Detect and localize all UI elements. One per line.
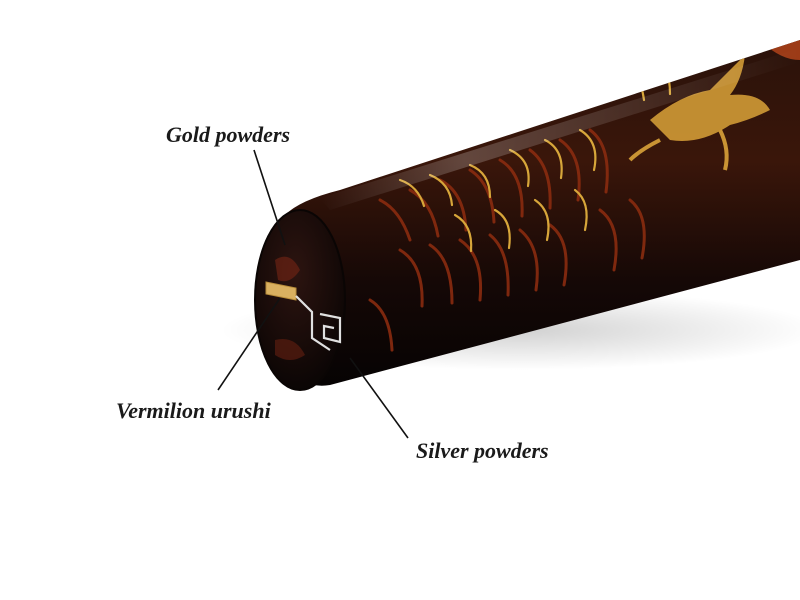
gold-leader-line xyxy=(253,149,286,246)
silver-key-motif xyxy=(295,295,342,351)
gold-powder-patch xyxy=(265,281,297,301)
silver-leader-line xyxy=(349,357,409,439)
gold-powders-label: Gold powders xyxy=(166,122,291,147)
pen-end-cap xyxy=(254,209,346,391)
vermilion-urushi-label: Vermilion urushi xyxy=(116,398,271,423)
vermilion-leader-line xyxy=(217,297,281,391)
pen-barrel xyxy=(285,40,800,386)
silver-powders-label: Silver powders xyxy=(416,438,549,463)
leader-lines xyxy=(217,149,409,439)
